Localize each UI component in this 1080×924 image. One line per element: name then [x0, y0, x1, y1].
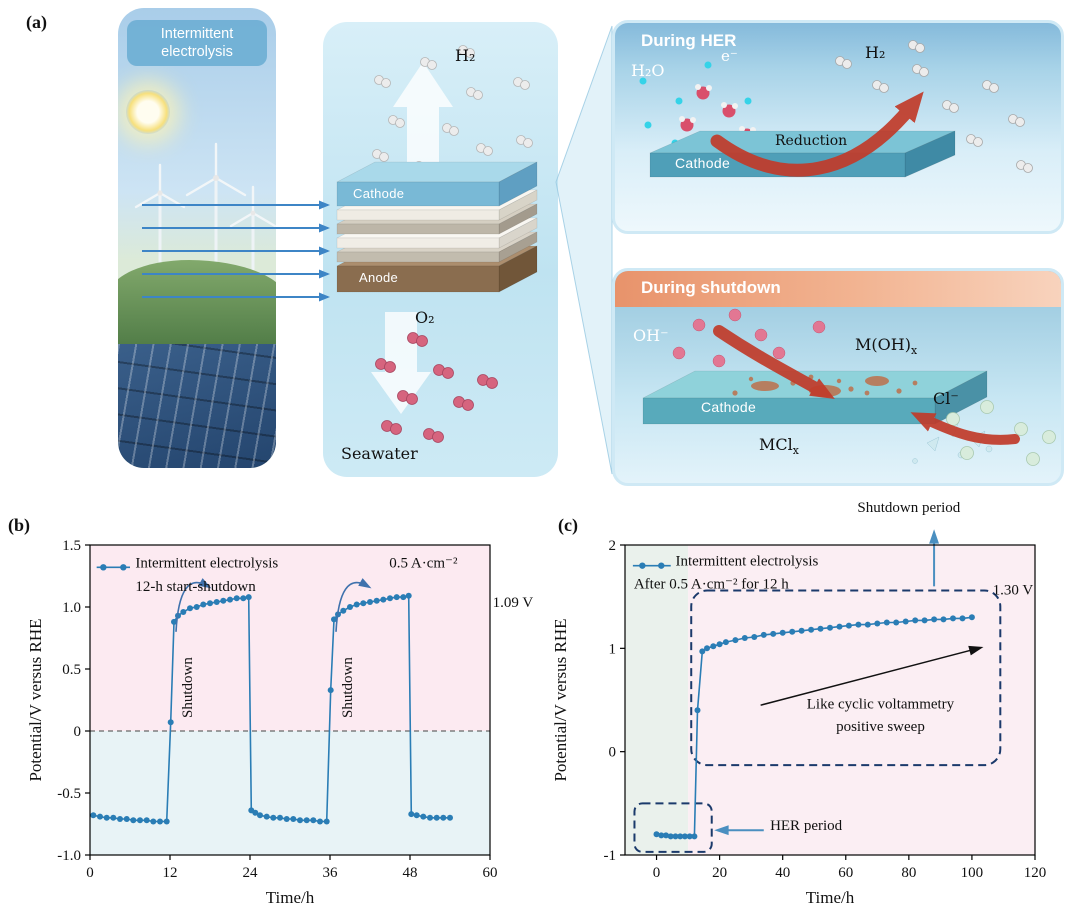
sun-icon	[126, 90, 170, 134]
svg-text:Like cyclic voltammetry: Like cyclic voltammetry	[807, 696, 955, 712]
cl-label: Cl⁻	[933, 389, 959, 408]
hills	[118, 260, 276, 352]
chart-b: Intermittent electrolysis 12-h start-shut…	[26, 538, 534, 907]
h2-label: H₂	[455, 46, 476, 65]
her-inset: During HER H₂O e⁻ H₂ Reduction Cathode	[612, 20, 1064, 234]
chloride-arrow	[910, 412, 1020, 445]
svg-text:Potential/V versus RHE: Potential/V versus RHE	[26, 618, 45, 781]
h2-molecules	[372, 45, 533, 174]
o2-molecules	[375, 332, 498, 443]
svg-text:1.0: 1.0	[62, 600, 81, 616]
svg-text:After 0.5 A·cm⁻² for 12 h: After 0.5 A·cm⁻² for 12 h	[634, 576, 789, 592]
moh-label: M(OH)x	[855, 335, 918, 358]
svg-text:48: 48	[403, 865, 418, 881]
svg-text:Intermittent electrolysis: Intermittent electrolysis	[135, 555, 278, 571]
electron-label: e⁻	[721, 47, 738, 65]
svg-text:12: 12	[163, 865, 178, 881]
svg-text:0: 0	[86, 865, 94, 881]
magnifier-wedge	[555, 25, 613, 475]
electrolyzer-stack	[336, 161, 538, 293]
svg-text:1.5: 1.5	[62, 538, 81, 554]
svg-text:0: 0	[653, 865, 661, 881]
svg-text:positive sweep: positive sweep	[836, 719, 925, 735]
svg-text:Potential/V versus RHE: Potential/V versus RHE	[551, 618, 570, 781]
electrolyzer-panel: H₂ Cathode Anode O₂ Seawater	[323, 22, 558, 477]
svg-text:0.5: 0.5	[62, 662, 81, 678]
her-title: During HER	[641, 31, 737, 50]
svg-text:100: 100	[961, 865, 984, 881]
svg-text:24: 24	[243, 865, 259, 881]
photo-caption: Intermittent electrolysis	[127, 20, 267, 67]
panel-b-tag: (b)	[8, 515, 30, 535]
svg-text:-0.5: -0.5	[57, 786, 81, 802]
svg-text:1.30 V: 1.30 V	[993, 583, 1034, 599]
svg-text:Shutdown: Shutdown	[340, 657, 356, 718]
h2-up-arrow	[393, 62, 453, 172]
svg-text:20: 20	[712, 865, 727, 881]
shutdown-header	[615, 271, 1061, 307]
svg-text:-1: -1	[604, 848, 617, 864]
h2-product-molecules	[835, 40, 1033, 173]
shutdown-title: During shutdown	[641, 278, 781, 297]
svg-text:0: 0	[609, 745, 617, 761]
her-graphics	[639, 40, 1033, 178]
svg-text:0.5 A·cm⁻²: 0.5 A·cm⁻²	[389, 555, 458, 571]
chloride-dots	[946, 400, 1056, 466]
oh-label: OH⁻	[633, 326, 669, 345]
electrolyzer-graphics	[336, 45, 538, 443]
svg-text:60: 60	[838, 865, 853, 881]
svg-text:1: 1	[609, 641, 617, 657]
svg-text:36: 36	[323, 865, 339, 881]
h2o-label: H₂O	[631, 61, 665, 80]
svg-text:Time/h: Time/h	[266, 888, 315, 907]
svg-text:12-h start-shutdown: 12-h start-shutdown	[135, 579, 256, 595]
svg-text:120: 120	[1024, 865, 1047, 881]
mcl-label: MClx	[759, 435, 799, 458]
svg-text:Intermittent electrolysis: Intermittent electrolysis	[675, 554, 818, 570]
panel-c-tag: (c)	[558, 515, 578, 535]
shutdown-inset: During shutdown OH⁻ M(OH)x Cathode Cl⁻ M…	[612, 268, 1064, 486]
shutdown-graphics	[642, 308, 1056, 466]
hydroxide-dots	[672, 308, 826, 368]
shutdown-cathode-label: Cathode	[701, 399, 757, 415]
svg-text:0: 0	[74, 724, 82, 740]
svg-text:Shutdown: Shutdown	[180, 657, 196, 718]
svg-text:40: 40	[775, 865, 790, 881]
svg-text:HER period: HER period	[770, 818, 843, 834]
svg-text:1.09 V: 1.09 V	[493, 595, 534, 611]
svg-text:60: 60	[483, 865, 498, 881]
hydroxide-arrow	[713, 325, 835, 399]
cathode-label: Cathode	[353, 186, 405, 201]
panel-a-tag: (a)	[26, 12, 47, 32]
o2-label: O₂	[415, 308, 435, 327]
anode-label: Anode	[359, 270, 399, 285]
svg-text:Shutdown period: Shutdown period	[857, 500, 960, 516]
svg-text:-1.0: -1.0	[57, 848, 81, 864]
svg-text:2: 2	[609, 538, 617, 554]
reduction-label: Reduction	[775, 133, 848, 149]
svg-text:Time/h: Time/h	[806, 888, 855, 907]
reduction-arrow	[710, 91, 924, 177]
seawater-label: Seawater	[341, 444, 418, 463]
svg-text:80: 80	[901, 865, 916, 881]
her-h2-label: H₂	[865, 43, 886, 62]
solar-panel-field	[118, 344, 276, 468]
renewables-photo: Intermittent electrolysis	[118, 8, 276, 468]
her-cathode-label: Cathode	[675, 155, 731, 171]
